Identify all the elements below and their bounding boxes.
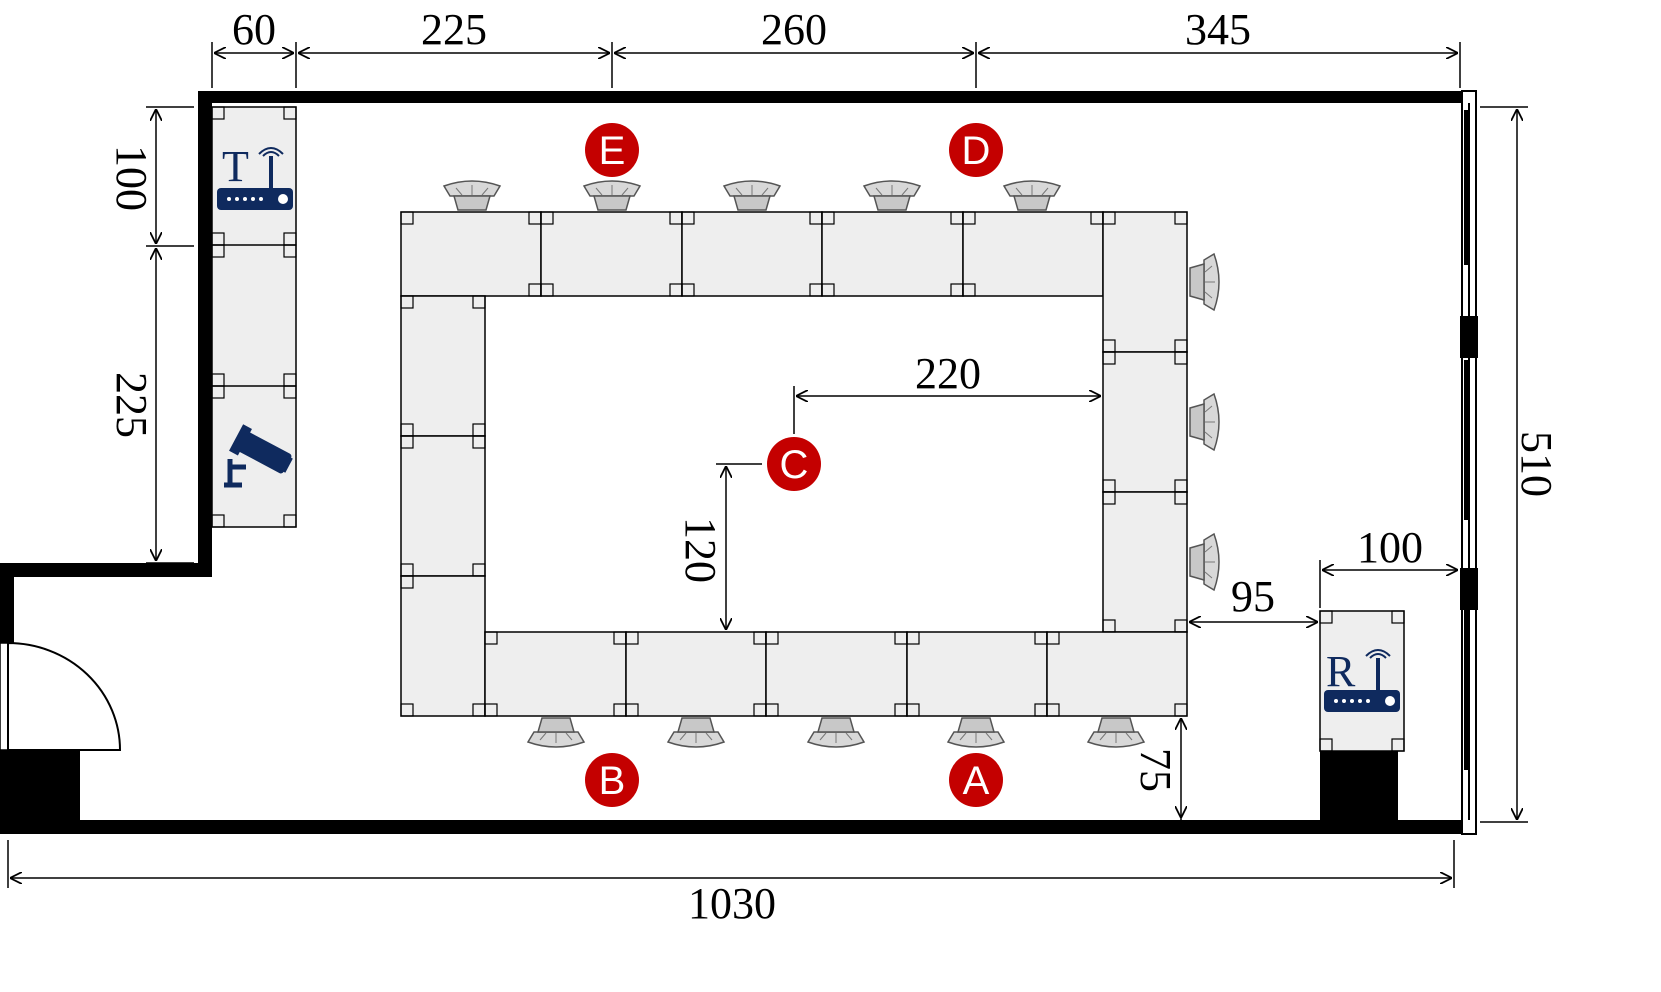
chair-icon [1087,717,1145,748]
chair-icon [1189,533,1220,591]
dim-left-225: 225 [107,372,156,438]
marker-B: B [585,753,639,807]
transmitter-label: T [222,142,249,191]
dim-top-225: 225 [421,5,487,54]
marker-A: A [949,753,1003,807]
dim-top-260: 260 [761,5,827,54]
dim-inner-120: 120 [676,517,725,583]
chair-icon [1189,253,1220,311]
table-legs [400,211,1188,717]
room-walls [0,90,1478,835]
dim-gap-95: 95 [1231,572,1275,621]
dimension-lines [7,42,1528,888]
chair-icon [863,180,921,211]
dim-left-100: 100 [107,145,156,211]
dim-top-345: 345 [1185,5,1251,54]
marker-A-label: A [963,759,990,803]
dim-right-510: 510 [1512,431,1561,497]
marker-C-label: C [780,443,809,487]
dim-r-100: 100 [1357,523,1423,572]
chair-icon [443,180,501,211]
receiver-label: R [1326,647,1356,696]
receiver-table [1319,610,1405,752]
chair-icon [527,717,585,748]
chair-icon [947,717,1005,748]
security-camera-icon [224,424,293,488]
dim-bottom-1030: 1030 [688,879,776,928]
chair-icon [667,717,725,748]
door-icon [0,641,122,751]
marker-D: D [949,123,1003,177]
chair-icon [1003,180,1061,211]
dim-top-60: 60 [232,5,276,54]
marker-E-label: E [599,129,626,173]
chair-icon [1189,393,1220,451]
dim-gap-75: 75 [1131,748,1180,792]
marker-E: E [585,123,639,177]
marker-B-label: B [599,759,626,803]
marker-D-label: D [962,129,991,173]
chair-icon [807,717,865,748]
conference-tables [400,211,1188,717]
dim-inner-220: 220 [915,349,981,398]
chair-icon [583,180,641,211]
marker-C: C [767,437,821,491]
chair-icon [723,180,781,211]
